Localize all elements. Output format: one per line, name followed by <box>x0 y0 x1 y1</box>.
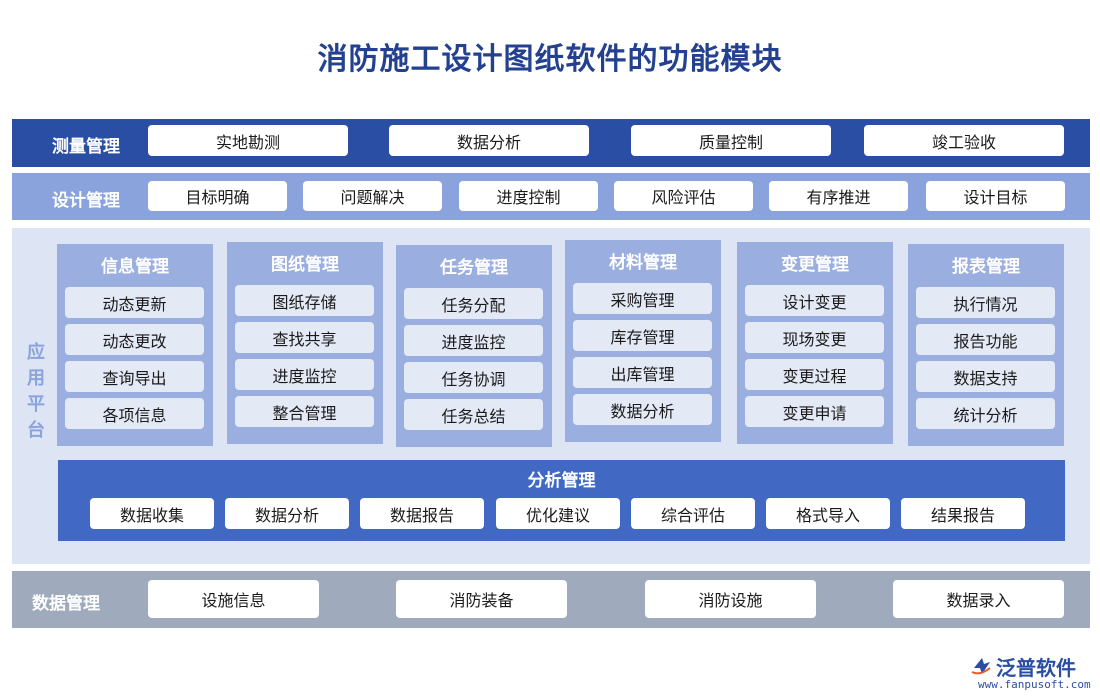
app-label-char: 平 <box>27 394 45 415</box>
measure-label: 测量管理 <box>52 137 120 157</box>
module-title: 图纸管理 <box>271 255 339 275</box>
data-management-label: 数据管理 <box>32 594 100 614</box>
module-item: 设计变更 <box>745 285 884 316</box>
module-item: 采购管理 <box>573 283 712 314</box>
module-item: 执行情况 <box>916 287 1055 318</box>
page-title: 消防施工设计图纸软件的功能模块 <box>317 42 783 77</box>
analysis-item: 格式导入 <box>766 498 890 529</box>
module-item: 进度监控 <box>235 359 374 390</box>
module-item: 任务协调 <box>404 362 543 393</box>
design-band: 设计管理 目标明确 问题解决 进度控制 风险评估 有序推进 设计目标 <box>12 173 1090 220</box>
analysis-title: 分析管理 <box>527 471 596 491</box>
measure-item: 竣工验收 <box>864 125 1064 156</box>
app-label-char: 台 <box>27 420 45 441</box>
module-report: 报表管理 执行情况 报告功能 数据支持 统计分析 <box>908 244 1064 446</box>
module-item: 任务分配 <box>404 288 543 319</box>
module-change: 变更管理 设计变更 现场变更 变更过程 变更申请 <box>737 242 893 444</box>
design-item: 目标明确 <box>148 181 287 211</box>
module-item: 报告功能 <box>916 324 1055 355</box>
app-label-char: 用 <box>27 368 45 389</box>
module-title: 信息管理 <box>101 257 169 277</box>
measure-band: 测量管理 实地勘测 数据分析 质量控制 竣工验收 <box>12 119 1090 167</box>
brand-name: 泛普软件 <box>996 656 1076 680</box>
analysis-item: 数据分析 <box>225 498 349 529</box>
module-item: 统计分析 <box>916 398 1055 429</box>
module-item: 库存管理 <box>573 320 712 351</box>
brand-url: www.fanpusoft.com <box>978 678 1091 691</box>
module-item: 现场变更 <box>745 322 884 353</box>
measure-item: 数据分析 <box>389 125 589 156</box>
brand-logo-icon <box>971 658 991 675</box>
data-item: 设施信息 <box>148 580 319 618</box>
module-title: 报表管理 <box>952 257 1020 277</box>
module-task: 任务管理 任务分配 进度监控 任务协调 任务总结 <box>396 245 552 447</box>
data-management-band: 数据管理 设施信息 消防装备 消防设施 数据录入 <box>12 571 1090 628</box>
module-item: 图纸存储 <box>235 285 374 316</box>
module-item: 查询导出 <box>65 361 204 392</box>
data-item: 数据录入 <box>893 580 1064 618</box>
design-item: 有序推进 <box>769 181 908 211</box>
analysis-item: 数据收集 <box>90 498 214 529</box>
module-item: 动态更改 <box>65 324 204 355</box>
module-item: 查找共享 <box>235 322 374 353</box>
module-item: 变更申请 <box>745 396 884 427</box>
analysis-panel: 分析管理 数据收集 数据分析 数据报告 优化建议 综合评估 格式导入 结果报告 <box>58 460 1065 541</box>
module-item: 数据支持 <box>916 361 1055 392</box>
module-item: 进度监控 <box>404 325 543 356</box>
design-item: 风险评估 <box>614 181 753 211</box>
design-item: 设计目标 <box>926 181 1065 211</box>
app-platform-label: 应 用 平 台 <box>24 340 48 444</box>
app-label-char: 应 <box>27 342 45 363</box>
analysis-item: 数据报告 <box>360 498 484 529</box>
data-item: 消防设施 <box>645 580 816 618</box>
module-item: 变更过程 <box>745 359 884 390</box>
module-info: 信息管理 动态更新 动态更改 查询导出 各项信息 <box>57 244 213 446</box>
module-material: 材料管理 采购管理 库存管理 出库管理 数据分析 <box>565 240 721 442</box>
module-title: 材料管理 <box>609 253 677 273</box>
design-label: 设计管理 <box>52 191 120 211</box>
measure-item: 质量控制 <box>631 125 831 156</box>
measure-item: 实地勘测 <box>148 125 348 156</box>
module-item: 数据分析 <box>573 394 712 425</box>
data-item: 消防装备 <box>396 580 567 618</box>
module-drawing: 图纸管理 图纸存储 查找共享 进度监控 整合管理 <box>227 242 383 444</box>
module-item: 任务总结 <box>404 399 543 430</box>
analysis-item: 优化建议 <box>496 498 620 529</box>
module-item: 动态更新 <box>65 287 204 318</box>
analysis-item: 综合评估 <box>631 498 755 529</box>
module-title: 变更管理 <box>781 255 849 275</box>
module-title: 任务管理 <box>440 258 508 278</box>
brand-logo: 泛普软件 www.fanpusoft.com <box>970 652 1094 694</box>
app-platform-band: 应 用 平 台 信息管理 动态更新 动态更改 查询导出 各项信息 图纸管理 图纸… <box>12 228 1090 564</box>
module-item: 出库管理 <box>573 357 712 388</box>
design-item: 问题解决 <box>303 181 442 211</box>
analysis-item: 结果报告 <box>901 498 1025 529</box>
module-item: 整合管理 <box>235 396 374 427</box>
module-item: 各项信息 <box>65 398 204 429</box>
design-item: 进度控制 <box>459 181 598 211</box>
